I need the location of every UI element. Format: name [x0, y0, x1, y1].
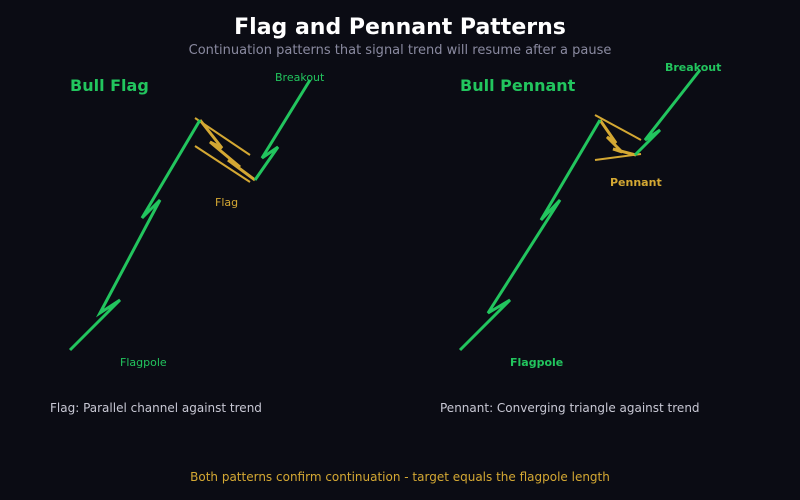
bull-pennant-title: Bull Pennant	[460, 76, 576, 95]
pennant-consolidation-path	[598, 119, 637, 157]
bull-pennant-pennant-label: Pennant	[610, 176, 662, 189]
bull-flag-title: Bull Flag	[70, 76, 149, 95]
bull-pennant-drawing	[458, 69, 702, 352]
pennant-breakout-path	[633, 69, 702, 157]
bull-flag-flagpole-label: Flagpole	[120, 356, 167, 369]
pennant-flagpole-path	[458, 119, 602, 352]
bull-pennant-flagpole-label: Flagpole	[510, 356, 564, 369]
bull-flag-flag-label: Flag	[215, 196, 239, 209]
pennant-boundary-upper	[594, 114, 642, 141]
bull-flag-drawing	[68, 79, 312, 352]
bull-pennant-description: Pennant: Converging triangle against tre…	[440, 401, 700, 415]
bull-pennant-breakout-label: Breakout	[665, 61, 722, 74]
flagpole-path	[68, 119, 202, 352]
page-title: Flag and Pennant Patterns	[234, 15, 566, 40]
footer-note: Both patterns confirm continuation - tar…	[190, 470, 610, 484]
flag-breakout-path	[253, 79, 312, 181]
flag-consolidation-path	[198, 119, 256, 182]
page-subtitle: Continuation patterns that signal trend …	[188, 43, 612, 58]
bull-flag-breakout-label: Breakout	[275, 71, 325, 84]
flag-boundary-lower	[194, 145, 251, 183]
bull-flag-description: Flag: Parallel channel against trend	[50, 401, 262, 415]
